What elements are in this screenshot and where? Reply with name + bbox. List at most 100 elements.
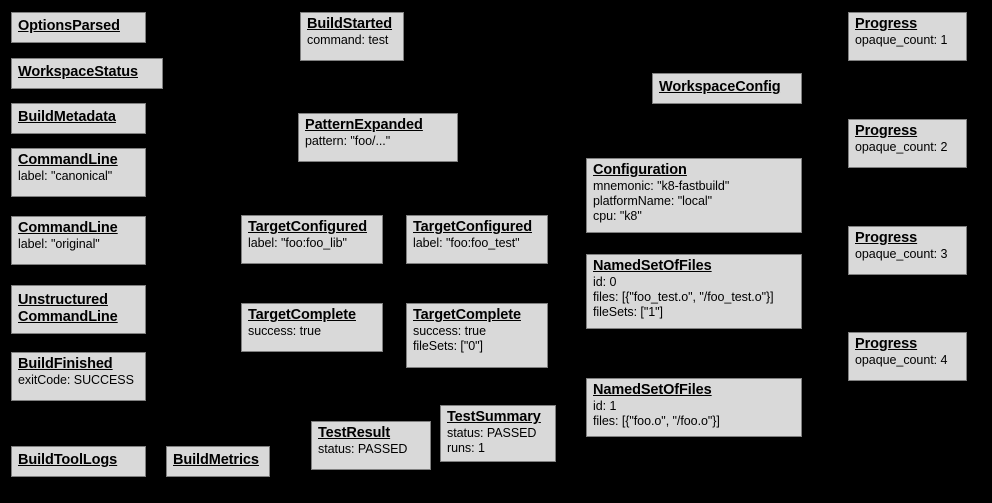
event-node-attributes: label: "foo:foo_lib" xyxy=(248,236,376,251)
event-node-title: NamedSetOfFiles xyxy=(593,258,795,275)
event-node-title: BuildStarted xyxy=(307,16,397,33)
event-node-title: PatternExpanded xyxy=(305,117,451,134)
event-node-options-parsed[interactable]: OptionsParsed xyxy=(11,12,146,43)
event-node-title-line: Progress xyxy=(855,336,918,352)
event-node-attributes: pattern: "foo/..." xyxy=(305,134,451,149)
event-node-attribute: runs: 1 xyxy=(447,440,485,455)
event-node-title: TargetComplete xyxy=(248,307,376,324)
event-node-attribute: label: "foo:foo_test" xyxy=(413,236,520,251)
event-node-attribute: label: "foo:foo_lib" xyxy=(248,236,347,251)
event-node-attribute: fileSets: ["1"] xyxy=(593,304,663,319)
event-node-title: Progress xyxy=(855,336,960,353)
event-node-attribute: success: true xyxy=(413,324,486,339)
event-node-title-line: BuildToolLogs xyxy=(18,452,118,469)
event-node-title: Progress xyxy=(855,16,960,33)
event-node-attribute: opaque_count: 2 xyxy=(855,140,948,155)
event-node-title: OptionsParsed xyxy=(18,18,120,35)
event-node-attribute: files: [{"foo.o", "/foo.o"}] xyxy=(593,413,720,428)
event-node-title: BuildFinished xyxy=(18,356,139,373)
event-node-title-line: TargetConfigured xyxy=(413,219,532,235)
event-node-title: TargetConfigured xyxy=(248,219,376,236)
event-node-title-line: BuildMetadata xyxy=(18,109,116,126)
event-node-attributes: label: "canonical" xyxy=(18,169,139,184)
event-node-attribute: opaque_count: 1 xyxy=(855,33,948,48)
event-node-title-line: Unstructured xyxy=(18,291,108,308)
event-node-build-metadata[interactable]: BuildMetadata xyxy=(11,103,146,134)
event-node-title-line: BuildStarted xyxy=(307,16,393,32)
event-node-attributes: label: "foo:foo_test" xyxy=(413,236,541,251)
event-node-title-line: BuildMetrics xyxy=(173,452,259,469)
event-node-title: BuildMetrics xyxy=(173,452,259,469)
event-node-attributes: status: PASSED xyxy=(318,442,424,457)
event-node-title: BuildToolLogs xyxy=(18,452,117,469)
event-node-title-line: OptionsParsed xyxy=(18,18,120,35)
event-node-workspace-config[interactable]: WorkspaceConfig xyxy=(652,73,802,104)
event-node-attributes: label: "original" xyxy=(18,237,139,252)
event-node-attribute: status: PASSED xyxy=(318,442,408,457)
event-node-title: WorkspaceConfig xyxy=(659,79,781,96)
event-node-title-line: CommandLine xyxy=(18,220,118,236)
event-node-title-line: WorkspaceConfig xyxy=(659,79,781,96)
event-node-attributes: opaque_count: 2 xyxy=(855,140,960,155)
event-node-attribute: label: "canonical" xyxy=(18,169,113,184)
event-node-title: Progress xyxy=(855,230,960,247)
event-node-title-line: CommandLine xyxy=(18,309,118,325)
event-node-title-line: PatternExpanded xyxy=(305,117,423,133)
event-node-attribute: fileSets: ["0"] xyxy=(413,338,483,353)
event-node-attribute: id: 1 xyxy=(593,399,617,414)
event-node-attribute: command: test xyxy=(307,33,389,48)
event-node-title-line: NamedSetOfFiles xyxy=(593,258,712,274)
event-node-attribute: pattern: "foo/..." xyxy=(305,134,391,149)
event-node-title-line: TargetConfigured xyxy=(248,219,367,235)
event-node-attribute: cpu: "k8" xyxy=(593,208,642,223)
event-node-title: TargetConfigured xyxy=(413,219,541,236)
event-node-attributes: opaque_count: 1 xyxy=(855,33,960,48)
event-node-build-tool-logs[interactable]: BuildToolLogs xyxy=(11,446,146,477)
event-node-title-line: TestResult xyxy=(318,425,391,441)
event-node-title: NamedSetOfFiles xyxy=(593,382,795,399)
event-node-attribute: status: PASSED xyxy=(447,426,537,441)
event-node-title-line: Progress xyxy=(855,123,918,139)
event-node-attributes: exitCode: SUCCESS xyxy=(18,373,139,388)
event-node-title-line: WorkspaceStatus xyxy=(18,64,138,81)
event-node-title-line: TargetComplete xyxy=(248,307,356,323)
event-node-attributes: success: true xyxy=(248,324,376,339)
event-node-title-line: TargetComplete xyxy=(413,307,521,323)
event-node-workspace-status[interactable]: WorkspaceStatus xyxy=(11,58,163,89)
event-node-title: BuildMetadata xyxy=(18,109,116,126)
event-node-title-line: CommandLine xyxy=(18,152,118,168)
event-node-title-line: TestSummary xyxy=(447,409,541,425)
event-node-title-line: Progress xyxy=(855,16,918,32)
event-node-attribute: opaque_count: 3 xyxy=(855,247,948,262)
event-node-attribute: mnemonic: "k8-fastbuild" xyxy=(593,179,730,194)
event-node-attribute: files: [{"foo_test.o", "/foo_test.o"}] xyxy=(593,289,774,304)
event-node-build-metrics[interactable]: BuildMetrics xyxy=(166,446,270,477)
event-node-attributes: mnemonic: "k8-fastbuild"platformName: "l… xyxy=(593,179,795,223)
event-node-title: CommandLine xyxy=(18,152,139,169)
event-node-title-line: Configuration xyxy=(593,162,687,178)
event-node-title: WorkspaceStatus xyxy=(18,64,138,81)
